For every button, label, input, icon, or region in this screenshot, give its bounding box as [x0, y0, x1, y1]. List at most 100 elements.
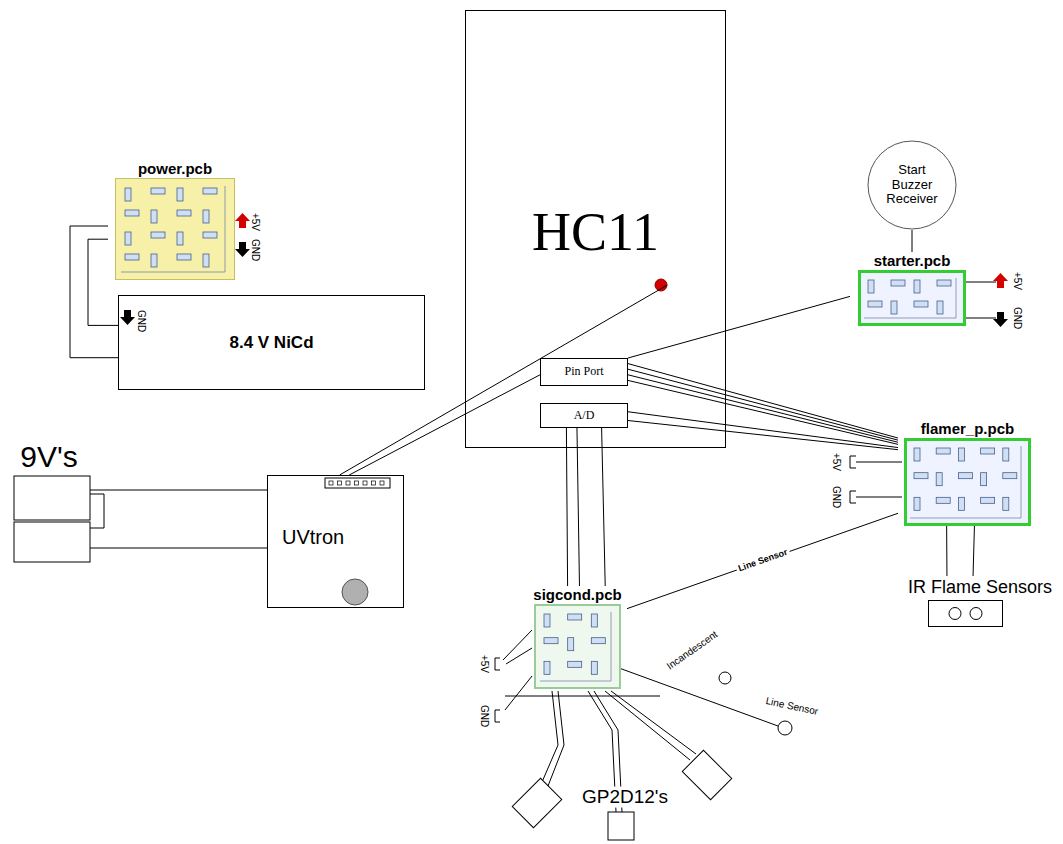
wire-connector	[88, 239, 118, 325]
connector-label: Line Sensor	[735, 547, 791, 575]
wire-connector	[628, 412, 898, 448]
uv-tube	[342, 579, 368, 605]
pcb-component	[1003, 473, 1017, 479]
power-wire	[856, 497, 902, 498]
ground-label: GND	[831, 484, 842, 510]
ground-arrow	[120, 310, 135, 325]
gp2d12-sensor	[682, 750, 731, 799]
pcb-component	[891, 280, 905, 286]
supply-label: +5V	[1012, 270, 1023, 292]
pcb-component	[591, 638, 605, 644]
ground-label: GND	[136, 308, 147, 334]
pcb-component	[544, 614, 550, 627]
pcb-artwork	[534, 604, 621, 689]
pcb-component	[125, 188, 131, 201]
sensor-wire	[619, 668, 778, 726]
board-name: flamer_p.pcb	[898, 420, 1037, 438]
pcb-component	[914, 301, 928, 307]
incandescent-sensor	[719, 672, 731, 684]
pcb-trace	[121, 186, 225, 272]
pcb-component	[544, 638, 558, 644]
pcb-component	[1003, 497, 1009, 510]
group-heading: IR Flame Sensors	[893, 576, 1063, 598]
pcb-board: starter.pcb	[850, 252, 974, 326]
supply-label: +5V	[250, 211, 261, 233]
pcb-component	[177, 254, 191, 260]
pcb-component	[203, 188, 217, 194]
pcb-artwork	[904, 438, 1031, 526]
pcb-image	[858, 270, 966, 326]
wire-connector	[628, 375, 898, 442]
gp2d12-sensor	[608, 812, 634, 840]
pcb-component	[544, 661, 550, 674]
pcb-component	[1003, 448, 1009, 461]
sensor-box: IR Flame Sensors	[893, 576, 1063, 627]
power-wire	[506, 648, 532, 664]
pcb-component	[891, 301, 897, 314]
wire-connector	[340, 285, 668, 475]
ground-arrow	[235, 242, 250, 257]
pcb-component	[914, 473, 928, 479]
header-pin	[372, 481, 376, 485]
pcb-trace	[540, 612, 611, 681]
sensor-housing	[928, 600, 1003, 627]
pcb-component	[151, 232, 165, 238]
pcb-outline	[116, 179, 235, 280]
port-box: A/D	[540, 403, 628, 428]
pcb-component	[203, 254, 209, 267]
circle-shape	[868, 141, 956, 229]
box-label: UVtron	[282, 526, 403, 549]
ground-label: GND	[1012, 305, 1023, 331]
pcb-image	[904, 438, 1031, 526]
pcb-component	[868, 280, 874, 293]
board-name: power.pcb	[108, 160, 242, 178]
power-wire	[856, 462, 902, 463]
box-label: HC11	[466, 201, 725, 263]
pcb-component	[568, 661, 582, 667]
pcb-component	[591, 614, 597, 627]
pcb-component	[568, 638, 574, 651]
ground-arrow	[993, 312, 1008, 327]
wire-connector	[628, 364, 898, 438]
battery-9v	[14, 522, 90, 562]
plus-arrow	[235, 213, 250, 228]
terminal-symbol	[495, 710, 500, 722]
port-box: Pin Port	[540, 358, 628, 386]
battery-wire	[90, 490, 267, 491]
sensor-label: GP2D12's	[580, 787, 670, 808]
pcb-trace	[910, 446, 1021, 518]
pcb-component	[177, 210, 191, 216]
ground-label: GND	[250, 237, 261, 263]
wire-connector	[627, 513, 898, 608]
pcb-board: power.pcb	[108, 160, 242, 280]
power-wire	[964, 282, 996, 283]
pcb-component	[151, 254, 157, 267]
circle-label: Start Buzzer Receiver	[879, 163, 945, 208]
pcb-artwork	[858, 270, 966, 326]
mcu-box: HC11Pin PortA/D	[465, 10, 726, 448]
header-pin	[380, 481, 384, 485]
supply-label: +5V	[831, 451, 842, 473]
header-pin	[338, 481, 342, 485]
pcb-outline	[906, 440, 1030, 525]
board-name: starter.pcb	[850, 252, 974, 270]
pcb-component	[177, 232, 183, 245]
pin-header	[325, 478, 390, 488]
battery-wire	[90, 548, 267, 549]
pcb-component	[151, 210, 157, 223]
pcb-trace	[864, 278, 956, 318]
pcb-component	[937, 280, 951, 286]
header-pin	[346, 481, 350, 485]
box-label: Pin Port	[564, 365, 603, 379]
pcb-component	[125, 210, 139, 216]
pcb-component	[177, 188, 183, 201]
pcb-component	[914, 497, 920, 510]
terminal-symbol	[495, 658, 500, 670]
pcb-component	[125, 232, 131, 245]
pcb-image	[534, 604, 621, 689]
line-sensor	[778, 721, 792, 735]
battery-9v	[14, 476, 90, 520]
sensor-label: Incandescent	[663, 627, 721, 672]
board-name: sigcond.pcb	[528, 586, 627, 604]
